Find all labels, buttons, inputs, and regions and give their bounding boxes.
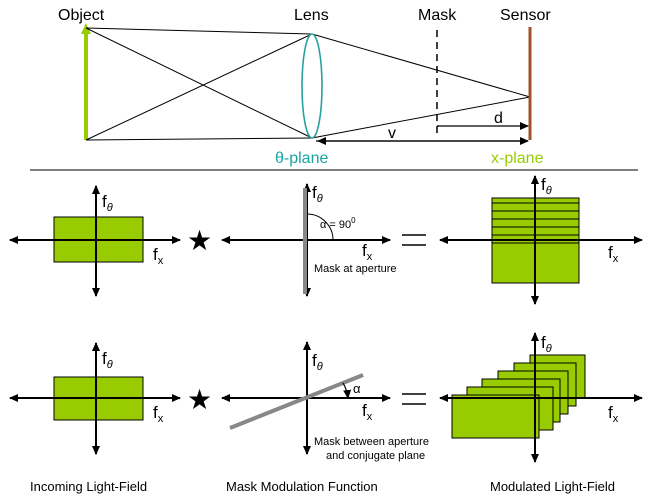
mask-at-aperture-caption: Mask at aperture [314, 263, 397, 275]
incoming-lf-plot-2: fθ fx [9, 342, 181, 455]
equals-sign [402, 234, 426, 246]
svg-text:fx: fx [153, 245, 164, 267]
convolution-star-icon: ★ [187, 384, 212, 415]
svg-text:fx: fx [362, 401, 373, 423]
svg-text:fθ: fθ [541, 333, 552, 355]
mask-label: Mask [418, 7, 457, 24]
v-label: v [388, 125, 396, 142]
row-2: fθ fx ★ α fθ fx Mask between aperture an… [9, 332, 643, 463]
modulation-caption: Mask Modulation Function [226, 479, 378, 494]
mask-between-caption-2: and conjugate plane [326, 450, 425, 462]
mask-function-plot-2: α fθ fx Mask between aperture and conjug… [221, 341, 429, 462]
lens-shape [301, 33, 323, 139]
mask-modulation-line [229, 373, 364, 430]
svg-text:α = 900: α = 900 [320, 216, 356, 231]
incoming-caption: Incoming Light-Field [30, 479, 147, 494]
light-rays [85, 27, 531, 141]
svg-text:fθ: fθ [541, 175, 552, 197]
modulated-lf-plot-1: fθ fx [439, 175, 643, 305]
svg-text:fx: fx [362, 241, 373, 263]
svg-text:fθ: fθ [102, 349, 113, 371]
mask-between-caption-1: Mask between aperture [314, 436, 429, 448]
lens-label: Lens [294, 7, 329, 24]
svg-text:fθ: fθ [312, 351, 323, 373]
incoming-lf-plot-1: fθ fx [9, 185, 181, 297]
sensor-label: Sensor [500, 7, 551, 24]
svg-text:fx: fx [608, 243, 619, 265]
equals-sign [402, 393, 426, 405]
theta-plane-label: θ-plane [275, 150, 328, 167]
object-label: Object [58, 7, 105, 24]
svg-text:α: α [353, 381, 361, 396]
svg-text:fθ: fθ [312, 183, 323, 205]
d-label: d [494, 110, 503, 127]
row-1: fθ fx ★ fθ α = 900 fx Mask at aperture [9, 175, 643, 305]
svg-text:fθ: fθ [102, 192, 113, 214]
convolution-star-icon: ★ [187, 225, 212, 256]
modulated-caption: Modulated Light-Field [490, 479, 615, 494]
svg-text:fx: fx [153, 403, 164, 425]
x-plane-label: x-plane [491, 150, 544, 167]
optics-section: Object Lens Mask Sensor d v θ-plane x-pl… [58, 7, 551, 167]
modulated-lf-plot-2: fθ fx [439, 332, 643, 463]
svg-text:fx: fx [608, 403, 619, 425]
mask-function-plot-1: fθ α = 900 fx Mask at aperture [221, 183, 397, 297]
